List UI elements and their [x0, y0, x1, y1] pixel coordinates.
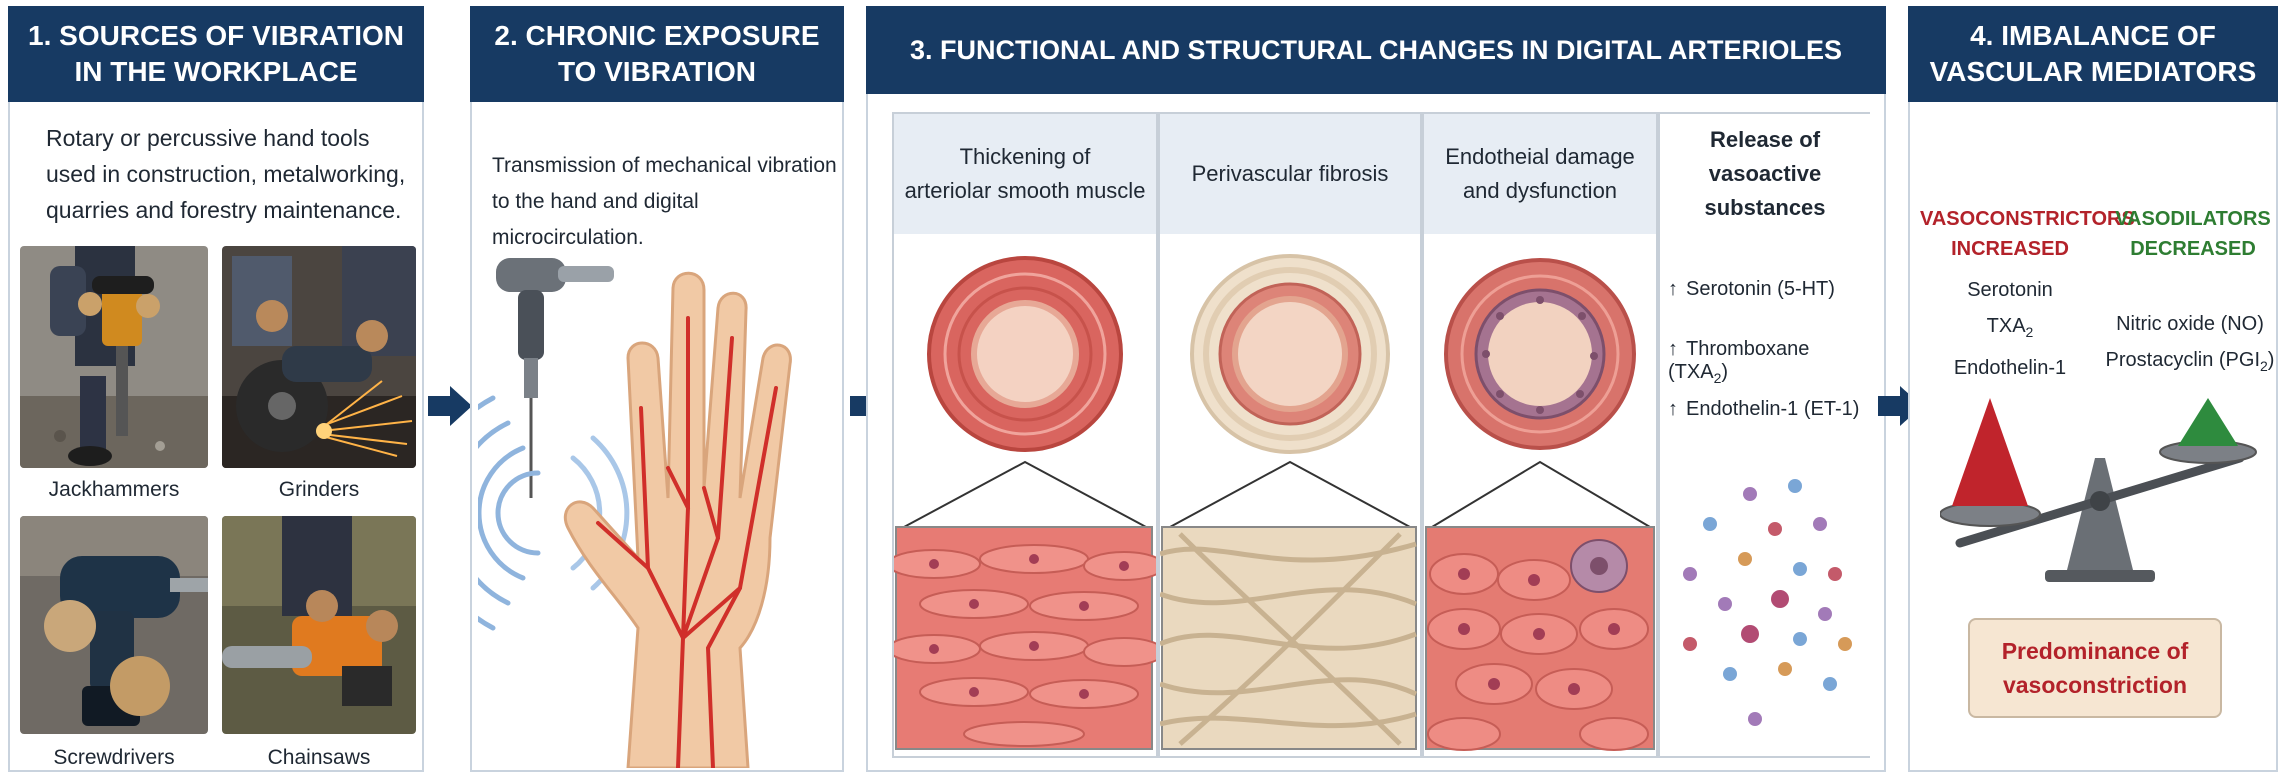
panel-imbalance-header: 4. IMBALANCE OF VASCULAR MEDIATORS	[1908, 6, 2278, 102]
vasodilator-list: Nitric oxide (NO) Prostacyclin (PGI2)	[2100, 306, 2280, 384]
substance-item: ↑Thromboxane (TXA2)	[1668, 338, 1872, 398]
damaged-endothelium-illustration	[1424, 244, 1656, 754]
panel-imbalance-title-line1: 4. IMBALANCE OF	[1930, 18, 2257, 54]
vasoactive-molecules-illustration	[1670, 474, 1860, 744]
column-title-line: Thickening of	[905, 140, 1146, 174]
change-column-vasoactive: Release of vasoactive substances ↑ Seroto…	[1658, 112, 1870, 758]
hand-icon	[565, 273, 790, 768]
desc-line: Rotary or percussive hand tools	[46, 120, 416, 156]
substance-item: ↑ Endothelin-1 (ET-1)	[1668, 398, 1872, 458]
panel-exposure-header: 2. CHRONIC EXPOSURE TO VIBRATION	[470, 6, 844, 102]
column-title-line: Release of vasoactive	[1660, 123, 1870, 191]
result-line: Predominance of	[2002, 634, 2189, 668]
panel-changes-header: 3. FUNCTIONAL AND STRUCTURAL CHANGES IN …	[866, 6, 1886, 94]
panel-sources-description: Rotary or percussive hand tools used in …	[46, 120, 416, 228]
substance-name: Serotonin (5-HT)	[1686, 278, 1835, 300]
increase-arrow-icon: ↑	[1668, 338, 1678, 360]
tool-label-screwdrivers: Screwdrivers	[20, 746, 208, 770]
change-column-endothelial: Endotheial damage and dysfunction	[1422, 112, 1658, 758]
change-column-header: Perivascular fibrosis	[1160, 114, 1420, 234]
vasoconstrictor-list: Serotonin TXA2 Endothelin-1	[1930, 272, 2090, 386]
fibrotic-arteriole-illustration	[1160, 244, 1420, 754]
constrictor-item: TXA2	[1930, 308, 2090, 350]
dilator-item: Prostacyclin (PGI2)	[2100, 342, 2280, 384]
heading-line: VASOCONSTRICTORS	[1920, 204, 2100, 234]
heading-line: VASODILATORS	[2110, 204, 2276, 234]
result-line: vasoconstriction	[2002, 668, 2189, 702]
chainsaw-image	[222, 516, 416, 734]
column-title-line: Perivascular fibrosis	[1192, 157, 1389, 191]
column-title-line: and dysfunction	[1445, 174, 1635, 208]
change-column-header: Release of vasoactive substances	[1660, 114, 1870, 234]
panel-changes: 3. FUNCTIONAL AND STRUCTURAL CHANGES IN …	[866, 6, 1886, 772]
panel-sources: 1. SOURCES OF VIBRATION IN THE WORKPLACE…	[8, 6, 424, 772]
increase-arrow-icon: ↑	[1668, 398, 1678, 420]
panel-sources-title-line2: IN THE WORKPLACE	[28, 54, 404, 90]
substance-name: Endothelin-1 (ET-1)	[1686, 398, 1859, 420]
thickened-arteriole-illustration	[894, 244, 1156, 754]
flow-arrow-1	[428, 384, 472, 428]
desc-line: quarries and forestry maintenance.	[46, 192, 416, 228]
dilator-name-tail: )	[2268, 349, 2275, 371]
panel-exposure: 2. CHRONIC EXPOSURE TO VIBRATION Transmi…	[470, 6, 844, 772]
substance-name-tail: )	[1721, 361, 1728, 383]
change-column-header: Endotheial damage and dysfunction	[1424, 114, 1656, 234]
desc-line: used in construction, metalworking,	[46, 156, 416, 192]
panel-imbalance: 4. IMBALANCE OF VASCULAR MEDIATORS VASOC…	[1908, 6, 2278, 772]
tool-label-chainsaws: Chainsaws	[222, 746, 416, 770]
hand-vibration-illustration	[478, 208, 838, 768]
increase-arrow-icon: ↑	[1668, 278, 1678, 300]
panel-exposure-title-line1: 2. CHRONIC EXPOSURE	[494, 18, 819, 54]
panel-changes-title: 3. FUNCTIONAL AND STRUCTURAL CHANGES IN …	[910, 32, 1842, 68]
column-title-line: substances	[1660, 191, 1870, 225]
constrictor-name: TXA	[1987, 315, 2026, 337]
constrictor-cone-icon	[1952, 398, 2028, 506]
column-title-line: Endotheial damage	[1445, 140, 1635, 174]
substance-item: ↑ Serotonin (5-HT)	[1668, 278, 1872, 338]
constrictor-item: Endothelin-1	[1930, 350, 2090, 386]
column-title-line: arteriolar smooth muscle	[905, 174, 1146, 208]
tool-label-jackhammers: Jackhammers	[20, 478, 208, 502]
dilator-cone-icon	[2178, 398, 2238, 446]
panel-exposure-title-line2: TO VIBRATION	[494, 54, 819, 90]
vasoconstrictors-heading: VASOCONSTRICTORS INCREASED	[1920, 204, 2100, 264]
dilator-subscript: 2	[2260, 358, 2268, 374]
tool-label-grinders: Grinders	[222, 478, 416, 502]
vibration-waves-icon	[478, 398, 627, 628]
dilator-item: Nitric oxide (NO)	[2100, 306, 2280, 342]
screwdriver-image	[20, 516, 208, 734]
desc-line: Transmission of mechanical vibration	[492, 148, 842, 184]
jackhammer-image	[20, 246, 208, 468]
panel-sources-title-line1: 1. SOURCES OF VIBRATION	[28, 18, 404, 54]
balance-scale-illustration	[1940, 398, 2260, 588]
substance-name: Thromboxane (TXA	[1668, 338, 1809, 383]
substance-list: ↑ Serotonin (5-HT) ↑Thromboxane (TXA2) ↑ E…	[1668, 278, 1872, 458]
panel-sources-header: 1. SOURCES OF VIBRATION IN THE WORKPLACE	[8, 6, 424, 102]
grinder-image	[222, 246, 416, 468]
change-column-fibrosis: Perivascular fibrosis	[1158, 112, 1422, 758]
constrictor-subscript: 2	[2026, 324, 2034, 340]
change-column-smooth-muscle: Thickening of arteriolar smooth muscle	[892, 112, 1158, 758]
vibration-tool-icon	[496, 258, 614, 498]
heading-line: INCREASED	[1920, 234, 2100, 264]
result-box: Predominance of vasoconstriction	[1968, 618, 2222, 718]
change-column-header: Thickening of arteriolar smooth muscle	[894, 114, 1156, 234]
panel-imbalance-title-line2: VASCULAR MEDIATORS	[1930, 54, 2257, 90]
dilator-name: Prostacyclin (PGI	[2106, 349, 2260, 371]
heading-line: DECREASED	[2110, 234, 2276, 264]
vasodilators-heading: VASODILATORS DECREASED	[2110, 204, 2276, 264]
constrictor-item: Serotonin	[1930, 272, 2090, 308]
